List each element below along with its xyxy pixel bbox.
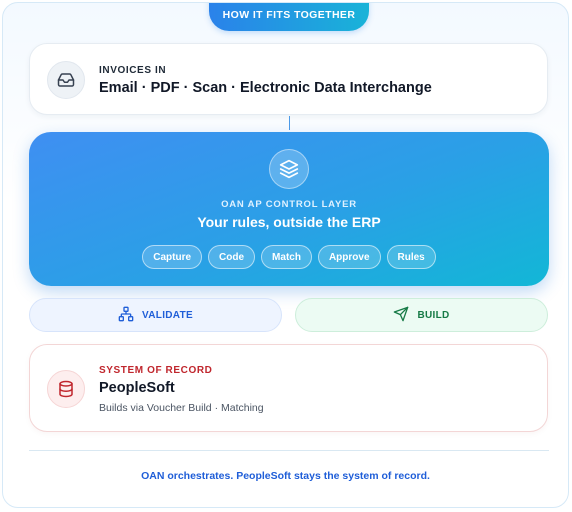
invoices-eyebrow: INVOICES IN [99,65,167,76]
layers-icon [269,149,309,189]
chip-capture: Capture [142,245,203,269]
chip-approve: Approve [317,245,381,269]
inbox-icon [47,61,85,99]
chip-code: Code [208,245,256,269]
control-layer-eyebrow: OAN AP CONTROL LAYER [221,199,357,210]
chip-match: Match [261,245,312,269]
validate-button[interactable]: VALIDATE [29,298,282,332]
control-layer-title: Your rules, outside the ERP [197,214,381,230]
system-of-record-title: PeopleSoft [99,380,175,396]
footer-note: OAN orchestrates. PeopleSoft stays the s… [141,470,430,482]
divider [29,450,549,451]
validate-label: VALIDATE [142,309,193,321]
build-button[interactable]: BUILD [295,298,548,332]
system-of-record-subtitle: Builds via Voucher Build · Matching [99,402,264,414]
flow-connector [289,116,290,130]
database-icon [47,370,85,408]
control-layer-card: OAN AP CONTROL LAYER Your rules, outside… [29,132,549,286]
invoices-title: Email · PDF · Scan · Electronic Data Int… [99,80,432,96]
chip-rules: Rules [386,245,436,269]
capability-chips: Capture Code Match Approve Rules [29,245,549,269]
invoices-in-card: INVOICES IN Email · PDF · Scan · Electro… [29,43,548,115]
send-icon [393,306,409,325]
build-label: BUILD [417,309,450,321]
section-header-label: HOW IT FITS TOGETHER [222,9,356,21]
section-header-pill: HOW IT FITS TOGETHER [209,3,369,31]
fit-together-panel: HOW IT FITS TOGETHER INVOICES IN Email ·… [2,2,569,508]
system-of-record-eyebrow: SYSTEM OF RECORD [99,365,213,376]
sitemap-icon [118,306,134,325]
system-of-record-card: SYSTEM OF RECORD PeopleSoft Builds via V… [29,344,548,432]
